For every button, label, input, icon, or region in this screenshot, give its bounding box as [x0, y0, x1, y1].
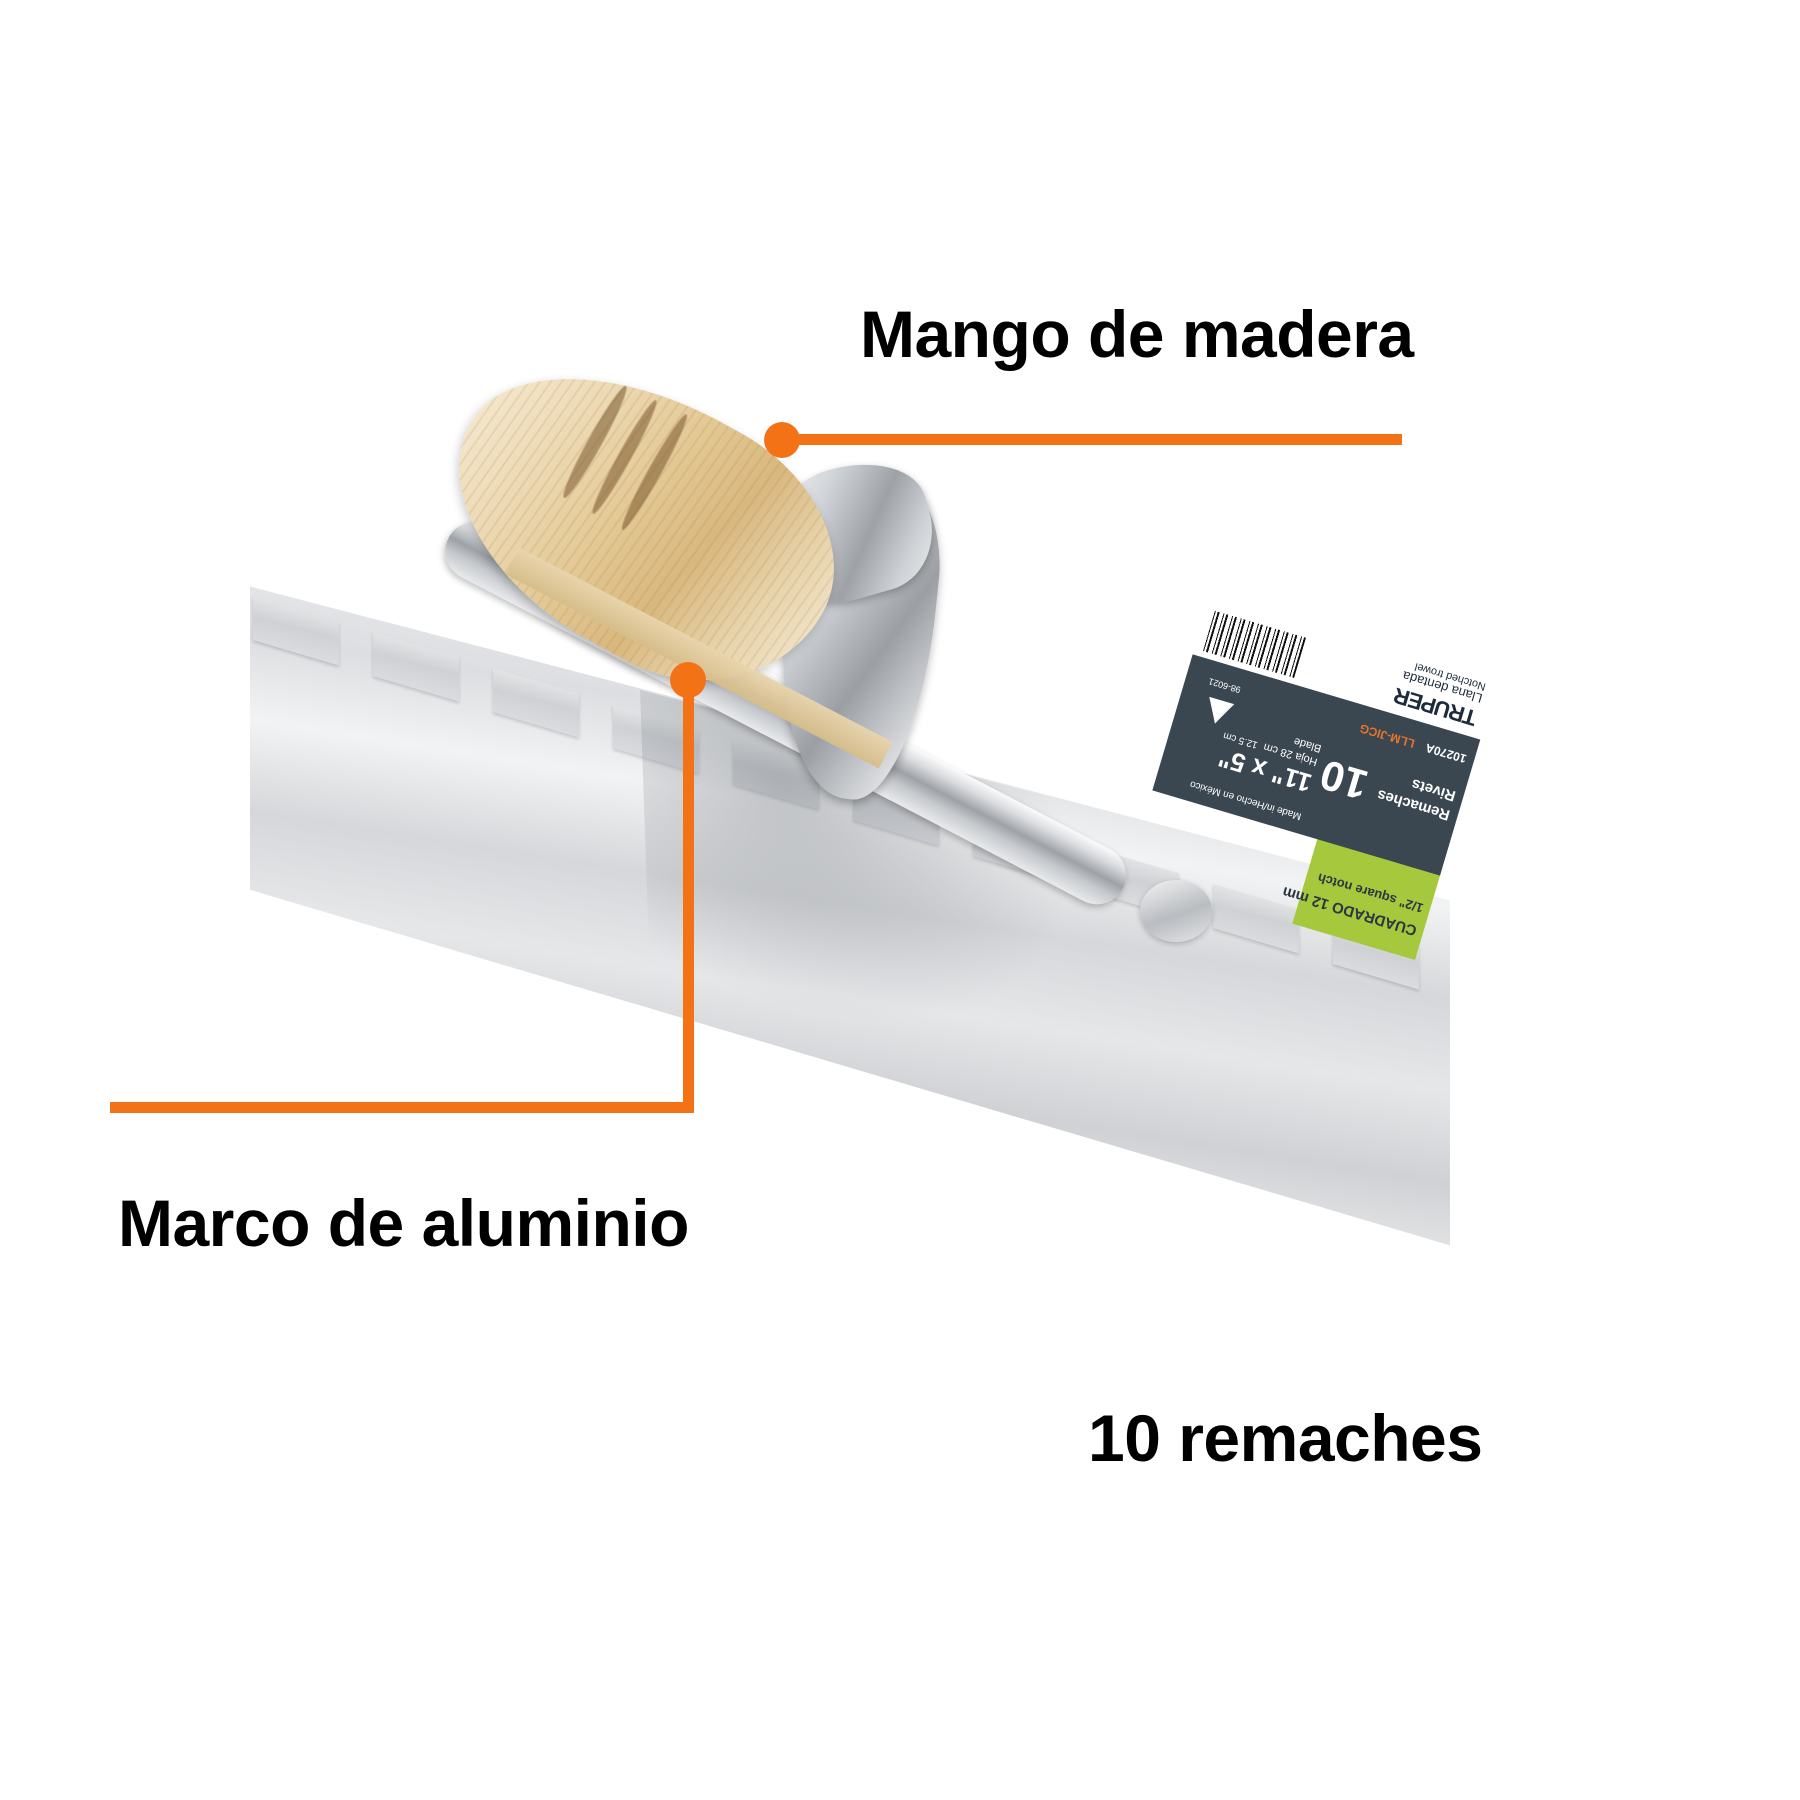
callout-elbow-line-icon: [683, 676, 694, 1113]
callout-dot-icon: [670, 662, 706, 698]
callout-label-marco-de-aluminio: Marco de aluminio: [118, 1186, 689, 1260]
callout-label-mango-de-madera: Mango de madera: [860, 297, 1414, 371]
callout-dot-icon: [764, 422, 800, 458]
label-ref: 98-6021: [1207, 676, 1242, 696]
recycle-triangle-icon: [1202, 697, 1234, 727]
label-rivets-count: 10: [1314, 750, 1373, 810]
frame-bar-endcap: [1140, 880, 1212, 942]
callout-line-icon: [788, 434, 1402, 445]
label-sku: 10270A: [1423, 740, 1469, 766]
callout-label-10-remaches: 10 remaches: [1088, 1401, 1483, 1475]
label-code: LLM-JICG: [1358, 721, 1417, 751]
callout-elbow-line-icon: [110, 1102, 694, 1113]
